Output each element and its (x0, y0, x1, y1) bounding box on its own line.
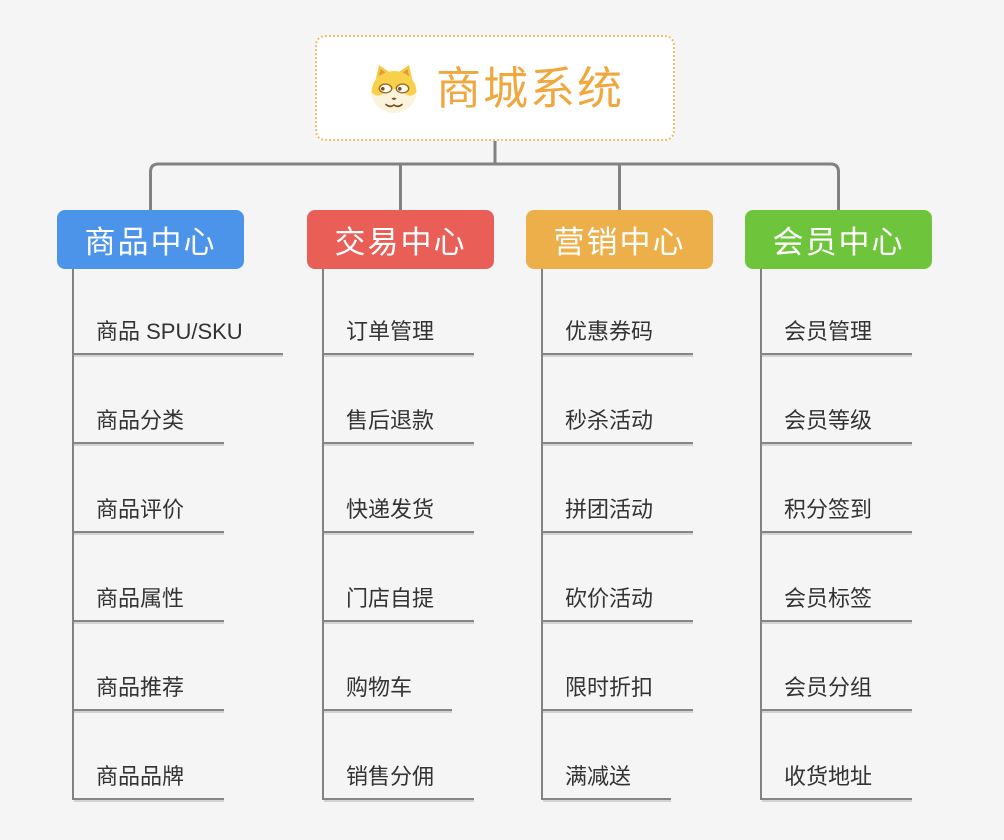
mindmap-node[interactable]: 商品评价 (74, 497, 225, 533)
mindmap-node[interactable]: 收货地址 (762, 764, 913, 800)
mindmap-node[interactable]: 会员标签 (762, 586, 913, 622)
branch-column-3: 营销中心 优惠券码秒杀活动拼团活动砍价活动限时折扣满减送 (526, 210, 713, 800)
mindmap-node[interactable]: 商品分类 (74, 408, 225, 444)
branch-header-2[interactable]: 交易中心 (307, 210, 494, 269)
mindmap-node[interactable]: 商品推荐 (74, 675, 225, 711)
mindmap-node[interactable]: 会员等级 (762, 408, 913, 444)
mindmap-node[interactable]: 购物车 (324, 675, 453, 711)
mindmap-node[interactable]: 销售分佣 (324, 764, 475, 800)
branch-item-list: 会员管理会员等级积分签到会员标签会员分组收货地址 (760, 269, 913, 800)
mindmap-node[interactable]: 限时折扣 (543, 675, 694, 711)
doge-icon (371, 65, 417, 113)
branch-column-4: 会员中心 会员管理会员等级积分签到会员标签会员分组收货地址 (745, 210, 932, 800)
mindmap-node[interactable]: 订单管理 (324, 319, 475, 355)
mindmap-node[interactable]: 拼团活动 (543, 497, 694, 533)
mindmap-node[interactable]: 快递发货 (324, 497, 475, 533)
branch-header-4[interactable]: 会员中心 (745, 210, 932, 269)
branch-column-2: 交易中心 订单管理售后退款快递发货门店自提购物车销售分佣 (307, 210, 494, 800)
branch-column-1: 商品中心 商品 SPU/SKU 商品分类商品评价商品属性商品推荐商品品牌 (57, 210, 283, 800)
mindmap-node[interactable]: 砍价活动 (543, 586, 694, 622)
branch-item-list: 商品 SPU/SKU 商品分类商品评价商品属性商品推荐商品品牌 (72, 269, 283, 800)
branch-item-list: 订单管理售后退款快递发货门店自提购物车销售分佣 (322, 269, 475, 800)
mindmap-node[interactable]: 会员管理 (762, 319, 913, 355)
branch-item-list: 优惠券码秒杀活动拼团活动砍价活动限时折扣满减送 (541, 269, 694, 800)
mindmap-node[interactable]: 商品属性 (74, 586, 225, 622)
root-node[interactable]: 商城系统 (315, 35, 675, 141)
mindmap-node[interactable]: 商品 SPU/SKU (74, 319, 283, 355)
mindmap-node[interactable]: 优惠券码 (543, 319, 694, 355)
mindmap-node[interactable]: 会员分组 (762, 675, 913, 711)
mindmap-node[interactable]: 门店自提 (324, 586, 475, 622)
root-title: 商城系统 (435, 62, 624, 114)
mindmap-node[interactable]: 满减送 (543, 764, 672, 800)
mindmap-node[interactable]: 商品品牌 (74, 764, 225, 800)
mindmap-node[interactable]: 秒杀活动 (543, 408, 694, 444)
branch-header-3[interactable]: 营销中心 (526, 210, 713, 269)
mindmap-node[interactable]: 积分签到 (762, 497, 913, 533)
branch-header-1[interactable]: 商品中心 (57, 210, 244, 269)
mindmap-node[interactable]: 售后退款 (324, 408, 475, 444)
